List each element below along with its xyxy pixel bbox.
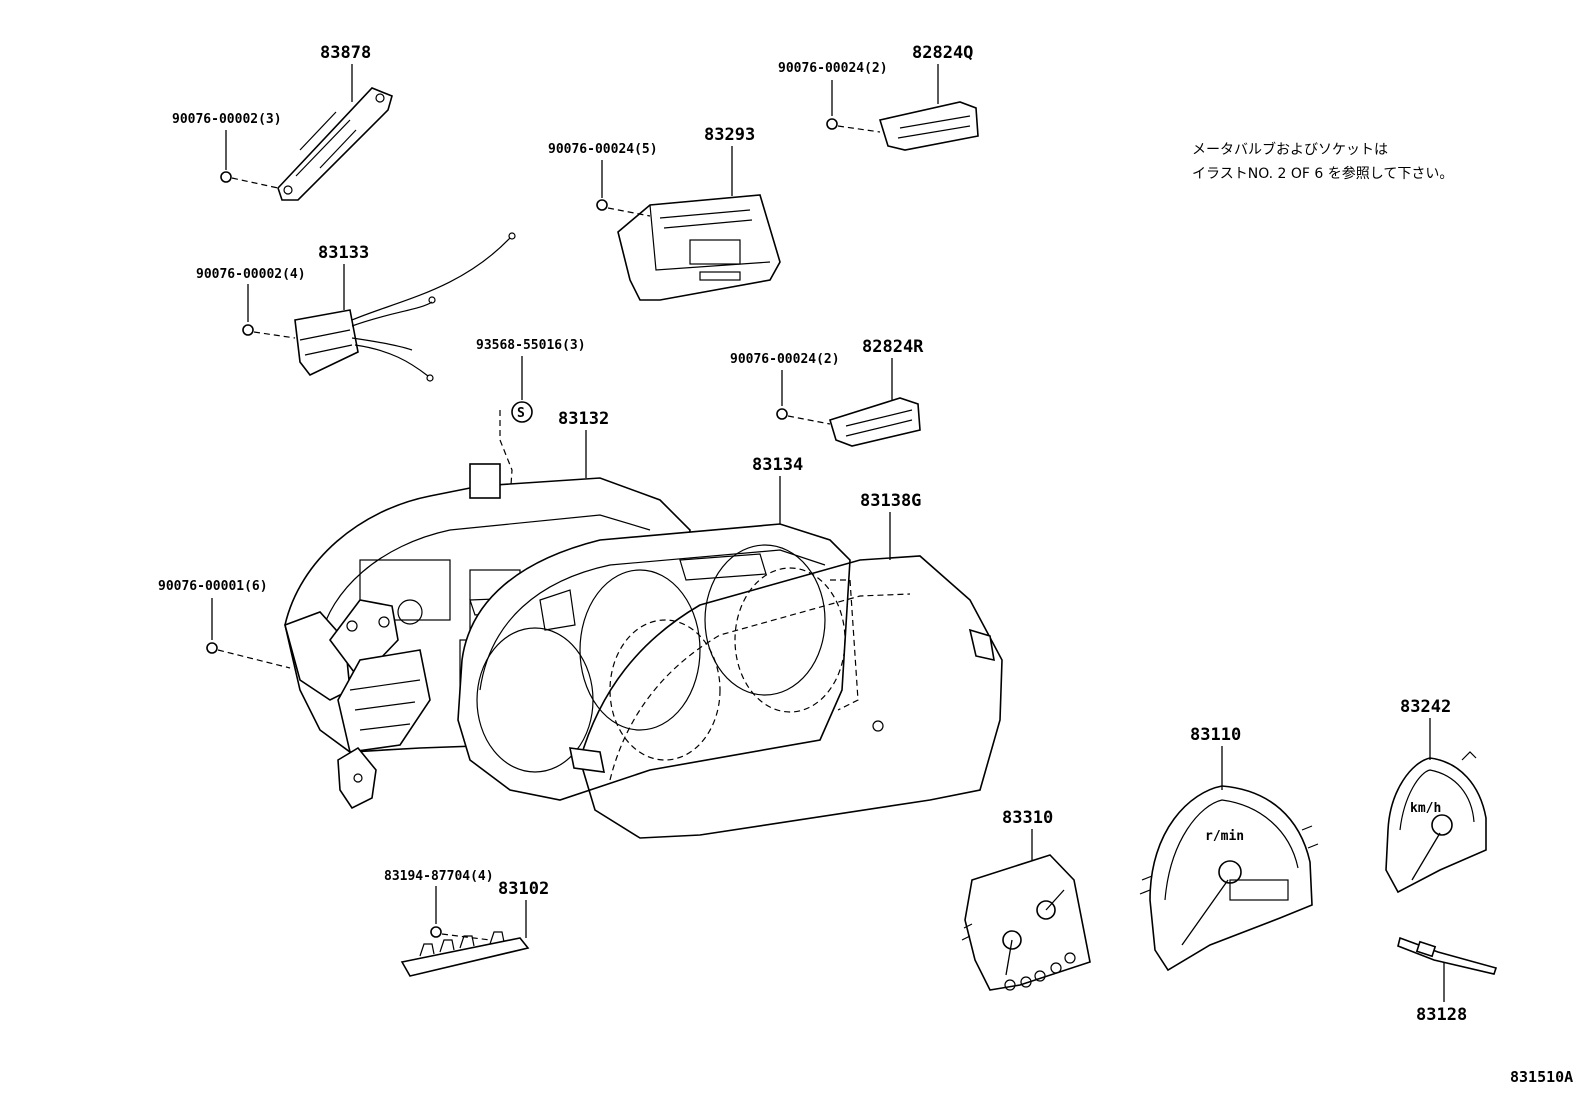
part-83102-plate[interactable] — [400, 931, 530, 977]
part-83128-needle[interactable] — [1397, 936, 1498, 975]
label-83102[interactable]: 83102 — [498, 879, 549, 899]
speedometer-unit-text: km/h — [1410, 801, 1441, 816]
label-83134[interactable]: 83134 — [752, 455, 803, 475]
label-90076-00002-3[interactable]: 90076-00002(3) — [172, 112, 282, 127]
reference-note-line2: イラストNO. 2 OF 6 を参照して下さい。 — [1192, 165, 1453, 182]
screw-83194-87704-4[interactable] — [430, 926, 491, 941]
part-83310-gauge[interactable] — [961, 854, 1091, 991]
standard-part-symbol: S — [511, 401, 533, 423]
label-83194-87704-4[interactable]: 83194-87704(4) — [384, 869, 494, 884]
screw-90076-00024-5[interactable] — [596, 199, 651, 217]
label-83310[interactable]: 83310 — [1002, 808, 1053, 828]
standard-part-symbol-letter: S — [517, 406, 525, 421]
label-83878[interactable]: 83878 — [320, 43, 371, 63]
label-90076-00001-6[interactable]: 90076-00001(6) — [158, 579, 268, 594]
part-83134-panel[interactable] — [457, 523, 851, 801]
label-90076-00024-2b[interactable]: 90076-00024(2) — [730, 352, 840, 367]
label-90076-00024-2a[interactable]: 90076-00024(2) — [778, 61, 888, 76]
label-83138G[interactable]: 83138G — [860, 491, 921, 511]
label-83293[interactable]: 83293 — [704, 125, 755, 145]
label-93568-55016-3[interactable]: 93568-55016(3) — [476, 338, 586, 353]
screw-90076-00024-2b[interactable] — [776, 408, 831, 425]
part-83293-circuit-board[interactable] — [617, 194, 781, 301]
screw-90076-00024-2a[interactable] — [826, 118, 881, 133]
part-83133-module[interactable] — [294, 232, 516, 382]
label-90076-00002-4[interactable]: 90076-00002(4) — [196, 267, 306, 282]
label-83110[interactable]: 83110 — [1190, 725, 1241, 745]
part-83242-speedometer[interactable]: km/h — [1385, 751, 1487, 894]
tachometer-unit-text: r/min — [1205, 829, 1244, 844]
label-83128[interactable]: 83128 — [1416, 1005, 1467, 1025]
label-90076-00024-5[interactable]: 90076-00024(5) — [548, 142, 658, 157]
part-82824R-connector[interactable] — [829, 397, 921, 447]
label-82824R[interactable]: 82824R — [862, 337, 924, 357]
label-83132[interactable]: 83132 — [558, 409, 609, 429]
part-83110-tachometer[interactable]: r/min — [1139, 785, 1319, 972]
label-83133[interactable]: 83133 — [318, 243, 369, 263]
screw-90076-00001-6[interactable] — [206, 642, 291, 669]
reference-note-line1: メータバルブおよびソケットは — [1192, 141, 1388, 158]
part-83138G-lens[interactable] — [568, 555, 1003, 839]
label-82824Q[interactable]: 82824Q — [912, 43, 973, 63]
figure-code: 831510A — [1510, 1068, 1573, 1086]
screw-90076-00002-4[interactable] — [242, 324, 296, 339]
leader-93568-path — [499, 410, 513, 501]
part-82824Q-connector[interactable] — [878, 101, 979, 151]
screw-90076-00002-3[interactable] — [220, 171, 279, 189]
part-83878-bracket[interactable] — [277, 87, 393, 201]
label-83242[interactable]: 83242 — [1400, 697, 1451, 717]
